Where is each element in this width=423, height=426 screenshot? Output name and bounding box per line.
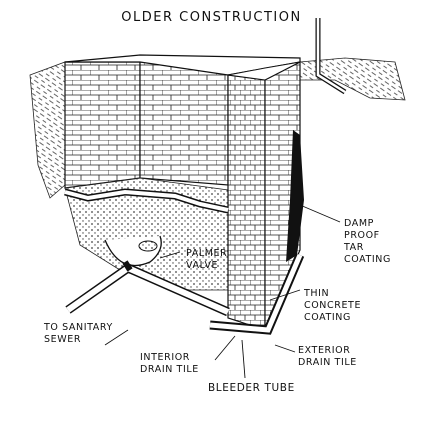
exterior-drain-tile — [209, 253, 305, 335]
sewer-pipe — [65, 260, 230, 317]
back-wall-left — [64, 61, 141, 189]
label-damp-proof-tar-coating: DAMP PROOF TAR COATING — [344, 218, 391, 265]
label-to-sanitary-sewer: TO SANITARY SEWER — [44, 322, 113, 345]
front-wall-face — [227, 74, 266, 331]
back-wall-right — [139, 61, 229, 186]
floor-slab — [64, 177, 229, 291]
label-bleeder-tube: BLEEDER TUBE — [208, 382, 295, 394]
label-palmer-valve: PALMER VALVE — [186, 248, 228, 271]
downspout — [315, 18, 347, 95]
interior-drain-tile — [64, 188, 229, 214]
soil-left — [29, 61, 66, 199]
leader-lines — [104, 204, 341, 379]
soil-right — [299, 57, 406, 101]
diagram-title: OLDER CONSTRUCTION — [121, 10, 302, 25]
label-thin-concrete-coating: THIN CONCRETE COATING — [304, 288, 362, 323]
label-interior-drain-tile: INTERIOR DRAIN TILE — [140, 352, 199, 375]
label-exterior-drain-tile: EXTERIOR DRAIN TILE — [298, 345, 357, 368]
damp-proof-tar-coating — [286, 130, 304, 262]
palmer-valve — [138, 240, 158, 252]
